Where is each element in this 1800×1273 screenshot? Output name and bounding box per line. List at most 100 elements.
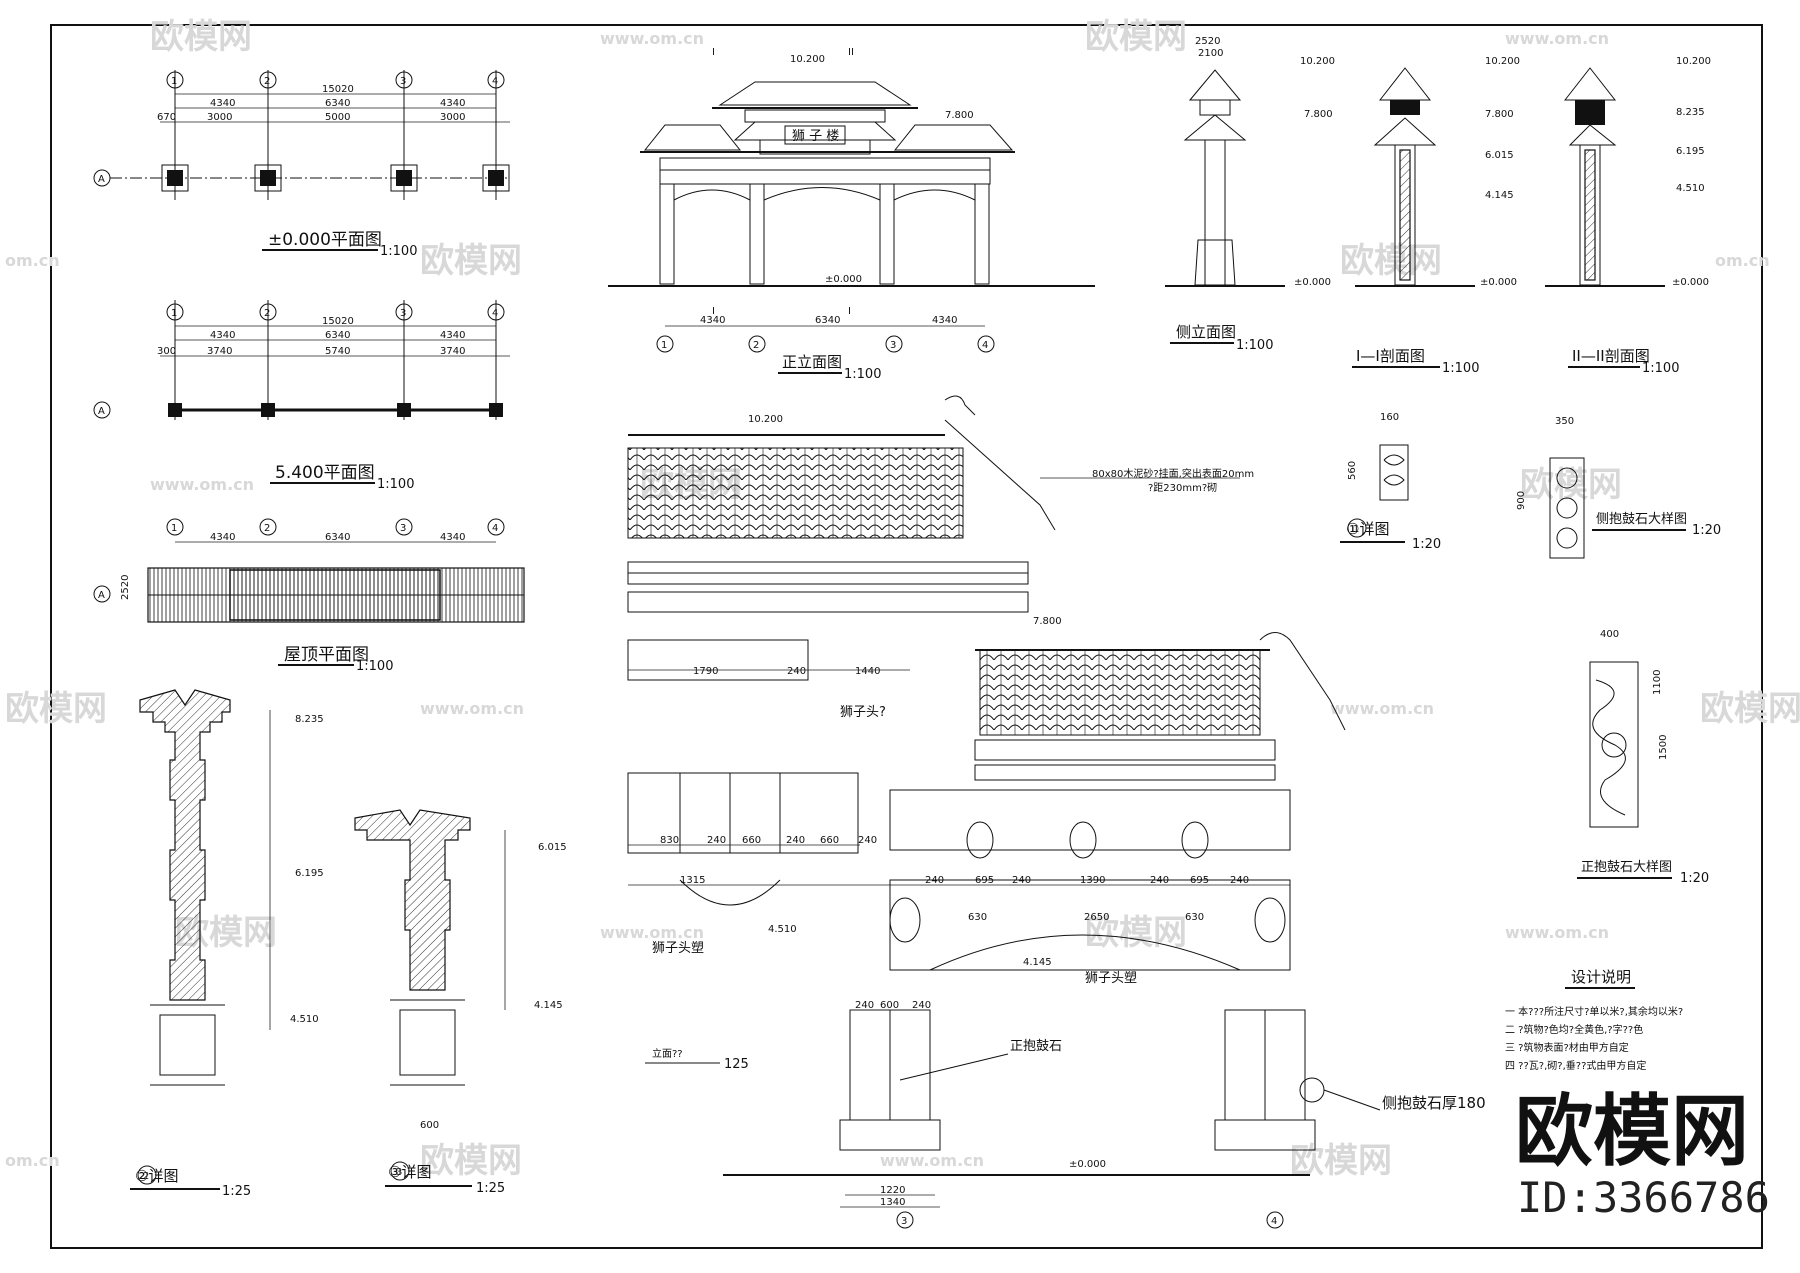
plaque-text: 狮 子 楼 xyxy=(792,129,839,144)
svg-text:4340: 4340 xyxy=(700,315,725,326)
section-2-title: II—II剖面图 xyxy=(1572,347,1650,365)
svg-text:160: 160 xyxy=(1380,412,1399,423)
roof-plan-scale: 1:100 xyxy=(356,659,393,674)
svg-text:6.015: 6.015 xyxy=(538,842,567,853)
svg-text:3000: 3000 xyxy=(440,112,465,123)
section-2-scale: 1:100 xyxy=(1642,361,1679,376)
svg-text:4340: 4340 xyxy=(210,330,235,341)
svg-text:3: 3 xyxy=(400,523,406,534)
svg-text:3000: 3000 xyxy=(207,112,232,123)
svg-text:I: I xyxy=(848,306,851,317)
svg-text:I: I xyxy=(712,306,715,317)
svg-text:7.800: 7.800 xyxy=(1485,109,1514,120)
watermark-url: om.cn xyxy=(1715,251,1770,270)
large-detail-drawing: 10.200 80x80木泥砂?挂面,突出表面20mm ?距230mm?砌 17… xyxy=(627,395,1486,1229)
svg-text:A: A xyxy=(98,590,105,601)
roof-plan-drawing: 1 2 3 4 4340 6340 4340 2520 A 屋顶平面图 1:10… xyxy=(93,518,525,674)
svg-text:3: 3 xyxy=(901,1216,907,1227)
svg-text:1100: 1100 xyxy=(1652,670,1663,695)
svg-text:5740: 5740 xyxy=(325,346,350,357)
side-drum-scale: 1:20 xyxy=(1692,523,1721,538)
detail-1-drawing: 160 560 1 ①详图 1:20 xyxy=(1340,412,1441,552)
design-notes-title: 设计说明 xyxy=(1571,968,1631,986)
plan-0-scale: 1:100 xyxy=(380,244,417,259)
front-drum-scale: 1:20 xyxy=(1680,871,1709,886)
watermark-url: www.om.cn xyxy=(600,923,704,942)
svg-text:1790: 1790 xyxy=(693,666,718,677)
svg-text:660: 660 xyxy=(820,835,839,846)
svg-text:8.235: 8.235 xyxy=(295,714,324,725)
svg-text:15020: 15020 xyxy=(322,316,354,327)
watermark-brand: 欧模网 xyxy=(150,17,252,57)
svg-text:240: 240 xyxy=(786,835,805,846)
front-drum-label: 正抱鼓石 xyxy=(1010,1038,1062,1054)
svg-text:3: 3 xyxy=(400,308,406,319)
side-drum-title: 侧抱鼓石大样图 xyxy=(1596,511,1687,527)
svg-text:4: 4 xyxy=(492,76,498,87)
svg-text:±0.000: ±0.000 xyxy=(1294,277,1331,288)
side-drum-stone-drawing: 350 900 侧抱鼓石大样图 1:20 xyxy=(1516,416,1721,559)
brand-logo-id: ID:3366786 xyxy=(1517,1173,1770,1222)
svg-text:4340: 4340 xyxy=(210,98,235,109)
svg-text:600: 600 xyxy=(880,1000,899,1011)
design-note-item: 三 ?筑物表面?材由甲方自定 xyxy=(1505,1041,1629,1054)
side-elevation-drawing: 2520 2100 10.200 7.800 ±0.000 侧立面图 1:100 xyxy=(1165,36,1335,353)
watermark-brand: 欧模网 xyxy=(1085,17,1187,57)
elevation-note: 立面?? xyxy=(652,1047,683,1060)
svg-text:1: 1 xyxy=(171,523,177,534)
detail-1-title: ①详图 xyxy=(1346,520,1389,538)
svg-text:240: 240 xyxy=(855,1000,874,1011)
detail-2-title: ②详图 xyxy=(135,1167,178,1185)
design-notes: 设计说明 一 本???所注尺寸?单以米?,其余均以米? 二 ?筑物?色均?全黄色… xyxy=(1505,968,1683,1072)
watermark-url: www.om.cn xyxy=(150,475,254,494)
brand-logo-name: 欧模网 xyxy=(1515,1087,1749,1177)
svg-text:II: II xyxy=(848,47,854,58)
svg-text:6.195: 6.195 xyxy=(295,868,324,879)
svg-text:1340: 1340 xyxy=(880,1197,905,1208)
svg-text:4340: 4340 xyxy=(932,315,957,326)
svg-text:1: 1 xyxy=(1353,524,1359,535)
plan-5400-scale: 1:100 xyxy=(377,477,414,492)
svg-text:1: 1 xyxy=(171,76,177,87)
section-1-title: I—I剖面图 xyxy=(1356,347,1425,365)
svg-text:560: 560 xyxy=(1347,461,1358,480)
svg-text:4340: 4340 xyxy=(440,98,465,109)
watermark-brand: 欧模网 xyxy=(1340,241,1442,281)
svg-text:600: 600 xyxy=(420,1120,439,1131)
sheet-border xyxy=(50,24,1763,1249)
svg-text:4.510: 4.510 xyxy=(768,924,797,935)
svg-text:±0.000: ±0.000 xyxy=(825,274,862,285)
front-elevation-scale: 1:100 xyxy=(844,367,881,382)
svg-text:7.800: 7.800 xyxy=(1304,109,1333,120)
watermark-url: www.om.cn xyxy=(1330,699,1434,718)
watermark-url: om.cn xyxy=(5,1151,60,1170)
detail-2-scale: 1:25 xyxy=(222,1184,251,1199)
svg-text:6.015: 6.015 xyxy=(1485,150,1514,161)
section-1-scale: 1:100 xyxy=(1442,361,1479,376)
watermark-url: www.om.cn xyxy=(1505,29,1609,48)
detail-3-title: ③详图 xyxy=(388,1163,431,1181)
plan-5400-drawing: 1 2 3 4 15020 4340 6340 4340 300 3740 57… xyxy=(93,300,510,492)
design-note-item: 一 本???所注尺寸?单以米?,其余均以米? xyxy=(1505,1005,1683,1018)
svg-text:630: 630 xyxy=(968,912,987,923)
svg-text:6.195: 6.195 xyxy=(1676,146,1705,157)
side-drum-label: 侧抱鼓石厚180 xyxy=(1382,1094,1486,1112)
svg-text:1315: 1315 xyxy=(680,875,705,886)
watermark-brand: 欧模网 xyxy=(420,1141,522,1181)
svg-text:6340: 6340 xyxy=(325,98,350,109)
watermark-url: om.cn xyxy=(5,251,60,270)
watermark-url: www.om.cn xyxy=(420,699,524,718)
svg-text:10.200: 10.200 xyxy=(1300,56,1335,67)
front-elevation-title: 正立面图 xyxy=(782,353,842,371)
svg-text:4340: 4340 xyxy=(210,532,235,543)
detail-1-scale: 1:20 xyxy=(1412,537,1441,552)
svg-text:3740: 3740 xyxy=(440,346,465,357)
svg-text:4: 4 xyxy=(1271,1216,1277,1227)
svg-text:I: I xyxy=(712,47,715,58)
svg-text:2: 2 xyxy=(264,76,270,87)
svg-text:900: 900 xyxy=(1516,491,1527,510)
side-elevation-scale: 1:100 xyxy=(1236,338,1273,353)
plan-0-drawing: 1 2 3 4 15020 4340 6340 4340 670 3000 50… xyxy=(93,70,510,259)
design-note-item: 四 ??瓦?,砌?,垂??式由甲方自定 xyxy=(1505,1059,1646,1072)
